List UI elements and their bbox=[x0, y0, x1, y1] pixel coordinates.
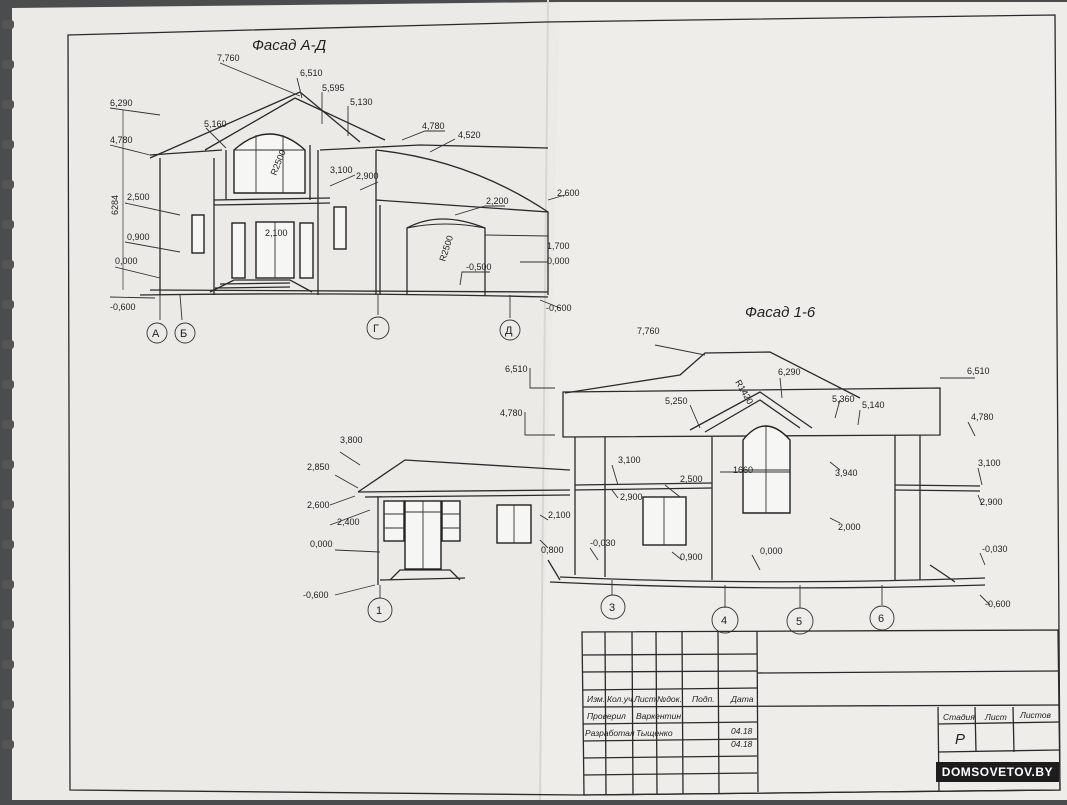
tb-stage-header-0: Стадия bbox=[943, 712, 975, 722]
facade-ad-right-level-8: -0,500 bbox=[466, 262, 492, 272]
facade-ad-door-head: 2,100 bbox=[265, 228, 288, 238]
facade-ad-left-level-2: 2,500 bbox=[127, 192, 150, 202]
facade-16-mid-level-5: -0,030 bbox=[590, 538, 616, 548]
facade-16-right-level-3: -0,600 bbox=[985, 599, 1011, 609]
facade-16-top-level-0: 7,760 bbox=[637, 326, 660, 336]
facade-16-mid-level-7: 3,940 bbox=[835, 468, 858, 478]
facade-ad-left-level-3: 0,900 bbox=[127, 232, 150, 242]
facade-16-top-level-5: 5,360 bbox=[832, 394, 855, 404]
facade-ad-right-level-4: 2,600 bbox=[557, 188, 580, 198]
facade-16-title: Фасад 1-6 bbox=[745, 304, 816, 321]
facade-16-top-level-7: 6,510 bbox=[967, 366, 990, 376]
tb-stage-header-2: Листов bbox=[1019, 710, 1052, 720]
facade-16-top-level-3: 6,290 bbox=[778, 367, 801, 377]
facade-ad-left-level-5: -0,600 bbox=[110, 302, 136, 312]
facade-ad-right-level-2: 3,100 bbox=[330, 165, 353, 175]
facade-ad-top-level-4: 5,160 bbox=[204, 119, 227, 129]
facade-ad-overall-height: 6284 bbox=[110, 195, 120, 215]
facade-ad-right-level-6: 1,700 bbox=[547, 241, 570, 251]
facade-ad: Фасад А-Д bbox=[109, 37, 580, 344]
facade-ad-left-level-0: 6,290 bbox=[110, 98, 133, 108]
facade-16-mid-level-2: 2,500 bbox=[680, 474, 703, 484]
facade-ad-right-level-7: 0,000 bbox=[547, 256, 570, 266]
facade-16-axis-3: 5 bbox=[796, 616, 802, 628]
facade-16-axis-2: 4 bbox=[721, 615, 727, 627]
facade-16-axis-4: 6 bbox=[878, 613, 884, 625]
facade-ad-right-level-0: 4,780 bbox=[422, 121, 445, 131]
facade-16-top-level-8: 4,780 bbox=[971, 412, 994, 422]
facade-16-left-level-2: 2,600 bbox=[307, 500, 330, 510]
facade-16-right-level-1: 2,900 bbox=[980, 497, 1003, 507]
facade-ad-right-level-3: 2,900 bbox=[356, 171, 379, 181]
facade-ad-top-level-2: 5,595 bbox=[322, 83, 345, 93]
facade-16-mid-level-3: 2,100 bbox=[548, 510, 571, 520]
facade-16-right-level-0: 3,100 bbox=[978, 458, 1001, 468]
tb-header-4: Подп. bbox=[692, 694, 715, 704]
facade-16-left-level-0: 3,800 bbox=[340, 435, 363, 445]
facade-ad-left-level-4: 0,000 bbox=[115, 256, 138, 266]
facade-16-mid-level-6: 0,900 bbox=[680, 552, 703, 562]
facade-16-axis-1: 3 bbox=[609, 602, 615, 614]
tb-header-2: Лист bbox=[633, 694, 656, 704]
tb-header-0: Изм. bbox=[587, 694, 605, 704]
facade-ad-axis-3: Д bbox=[505, 325, 513, 337]
tb-row-1-role: Разработал bbox=[585, 728, 635, 738]
facade-16: Фасад 1-6 bbox=[303, 304, 1011, 635]
facade-16-left-level-1: 2,850 bbox=[307, 462, 330, 472]
facade-ad-top-level-3: 5,130 bbox=[350, 97, 373, 107]
tb-row-1-name: Тыщенко bbox=[636, 728, 673, 738]
tb-row-0-name: Варкентин bbox=[636, 711, 681, 721]
facade-16-top-level-6: 5,140 bbox=[862, 400, 885, 410]
watermark: DOMSOVETOV.BY bbox=[935, 762, 1059, 782]
facade-16-mid-level-1: 2,900 bbox=[620, 492, 643, 502]
facade-ad-right-level-9: -0,600 bbox=[546, 303, 572, 313]
facade-16-top-level-4: 5,250 bbox=[665, 396, 688, 406]
facade-16-mid-level-4: 0,800 bbox=[541, 545, 564, 555]
facade-16-right-level-2: -0,030 bbox=[982, 544, 1008, 554]
facade-ad-title: Фасад А-Д bbox=[252, 37, 327, 54]
tb-stage-value: Р bbox=[955, 731, 965, 748]
spiral-binding bbox=[2, 20, 14, 749]
facade-ad-right-level-5: 2,200 bbox=[486, 196, 509, 206]
facade-16-axis-0: 1 bbox=[376, 605, 382, 617]
facade-ad-right-level-1: 4,520 bbox=[458, 130, 481, 140]
facade-ad-axis-2: Г bbox=[373, 323, 379, 335]
facade-16-mid-level-8: 2,000 bbox=[838, 522, 861, 532]
facade-16-left-level-4: 0,000 bbox=[310, 539, 333, 549]
title-block: Изм. Кол.уч Лист №док. Подп. Дата Провер… bbox=[581, 629, 1061, 796]
tb-row-1-date: 04.18 bbox=[731, 739, 753, 749]
facade-16-left-level-5: -0,600 bbox=[303, 590, 329, 600]
facade-16-top-level-1: 6,510 bbox=[505, 364, 528, 374]
facade-ad-top-level-1: 6,510 bbox=[300, 68, 323, 78]
facade-16-mid-level-9: 0,000 bbox=[760, 546, 783, 556]
tb-row-0-date: 04.18 bbox=[731, 726, 753, 736]
facade-16-top-level-2: 4,780 bbox=[500, 408, 523, 418]
tb-header-5: Дата bbox=[730, 694, 754, 704]
tb-header-3: №док. bbox=[657, 694, 682, 704]
facade-16-left-level-3: 2,400 bbox=[337, 517, 360, 527]
tb-row-0-role: Проверил bbox=[587, 711, 626, 721]
facade-ad-top-level-0: 7,760 bbox=[217, 53, 240, 63]
facade-16-width-dim: 1660 bbox=[733, 465, 753, 475]
facade-ad-left-level-1: 4,780 bbox=[110, 135, 133, 145]
tb-stage-header-1: Лист bbox=[984, 712, 1007, 722]
facade-ad-axis-0: А bbox=[152, 328, 160, 340]
facade-ad-axis-1: Б bbox=[180, 328, 187, 340]
tb-header-1: Кол.уч bbox=[607, 694, 633, 704]
facade-16-mid-level-0: 3,100 bbox=[618, 455, 641, 465]
